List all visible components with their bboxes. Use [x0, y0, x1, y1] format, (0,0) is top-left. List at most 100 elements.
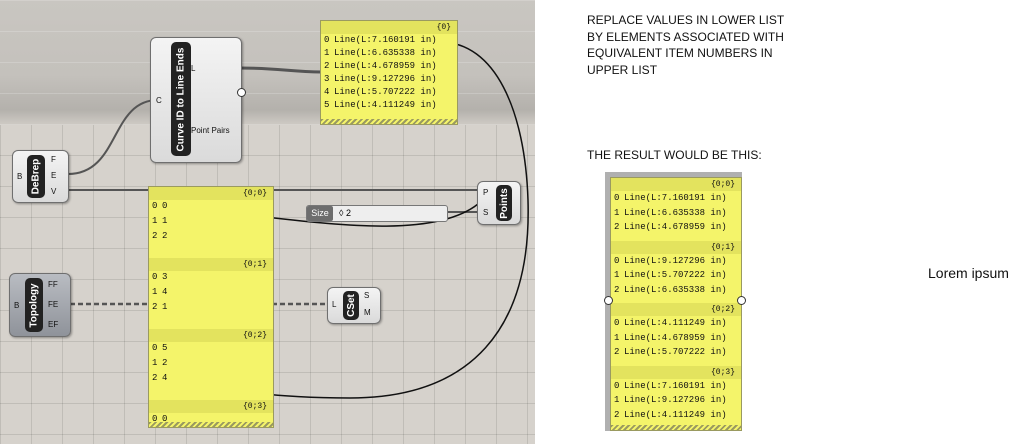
lower-list-row-index: 2 [152, 302, 158, 312]
lower-list-branch-header: {0;0} [149, 187, 273, 200]
wire-curve-l-to-panel-top [239, 66, 323, 74]
cset-title: CSet [343, 291, 359, 320]
topology-port-ff: FF [48, 280, 58, 289]
instruction-line-4: UPPER LIST [587, 62, 658, 77]
upper-list-row-index: 2 [324, 61, 330, 71]
topology-port-fe: FE [48, 300, 59, 309]
lower-list-row-value: 2 [162, 231, 168, 241]
lower-list-branch-header: {0;3} [149, 400, 273, 413]
lower-list-row-index: 1 [152, 216, 158, 226]
lower-list-row-value: 3 [162, 272, 168, 282]
result-list-row-index: 1 [614, 270, 620, 280]
lower-list-row-index: 1 [152, 287, 158, 297]
cset-component[interactable]: L CSet S M [327, 287, 381, 324]
panel-resize-edge[interactable] [611, 425, 741, 430]
upper-list-row-index: 4 [324, 87, 330, 97]
result-list-row: 2 Line(L:4.111249 in) [611, 409, 741, 422]
size-number-slider[interactable]: Size ◊ 2 [306, 205, 448, 222]
points-component[interactable]: P S Points [477, 181, 521, 225]
result-list-row: 1 Line(L:5.707222 in) [611, 269, 741, 282]
upper-list-row-value: Line(L:6.635338 in) [334, 48, 437, 58]
lower-list-row-index: 2 [152, 373, 158, 383]
debrep-port-v: V [51, 187, 57, 196]
lower-list-row-value: 1 [162, 216, 168, 226]
panel-resize-edge[interactable] [149, 422, 273, 427]
result-list-branch-header: {0;2} [611, 303, 741, 316]
upper-list-row-index: 0 [324, 35, 330, 45]
instruction-text: REPLACE VALUES IN LOWER LIST BY ELEMENTS… [587, 12, 784, 78]
instruction-line-3: EQUIVALENT ITEM NUMBERS IN [587, 46, 773, 60]
result-list-row: 2 Line(L:6.635338 in) [611, 284, 741, 297]
topology-title: Topology [25, 278, 43, 332]
grasshopper-canvas[interactable]: Curve ID to Line Ends C L Point Pairs B … [0, 0, 535, 444]
points-title: Points [496, 185, 512, 221]
result-list-row-index: 2 [614, 409, 620, 420]
result-panel-output-grip[interactable] [737, 296, 746, 305]
upper-list-row-value: Line(L:9.127296 in) [334, 74, 437, 84]
result-list-row-index: 1 [614, 332, 620, 343]
result-list-row-index: 2 [614, 222, 620, 232]
upper-list-header: {0} [321, 21, 457, 34]
cset-port-s: S [364, 291, 370, 300]
lower-list-row-value: 0 [162, 414, 168, 424]
debrep-port-e: E [51, 171, 57, 180]
slider-label: Size [307, 206, 333, 221]
result-list-branch-header: {0;1} [611, 240, 741, 254]
lower-list-row-value: 4 [162, 373, 168, 383]
upper-list-row: 5 Line(L:4.111249 in) [321, 99, 457, 112]
curve-id-to-line-ends-component[interactable]: Curve ID to Line Ends C L Point Pairs [150, 37, 242, 163]
debrep-port-b: B [17, 172, 23, 181]
upper-list-row-index: 5 [324, 100, 330, 110]
lower-list-row-index: 2 [152, 231, 158, 241]
result-list-row: 2 Line(L:4.678959 in) [611, 221, 741, 234]
lower-list-branch-header: {0;2} [149, 329, 273, 342]
result-list-row-index: 1 [614, 395, 620, 405]
topology-port-ef: EF [48, 320, 59, 329]
result-list-row-index: 2 [614, 284, 620, 295]
panel-resize-edge[interactable] [321, 119, 457, 124]
result-list-row-value: Line(L:4.678959 in) [624, 222, 727, 232]
result-list-row-value: Line(L:5.707222 in) [624, 270, 727, 280]
lower-list-branch-header: {0;1} [149, 258, 273, 271]
curve-point-pairs-output-grip[interactable] [237, 88, 246, 97]
result-list-row-value: Line(L:4.111249 in) [624, 409, 727, 420]
debrep-component[interactable]: B DeBrep F E V [12, 150, 69, 203]
upper-list-row-value: Line(L:4.111249 in) [334, 100, 437, 110]
result-list-row-value: Line(L:9.127296 in) [624, 255, 727, 266]
points-port-p: P [483, 188, 489, 197]
lower-list-row-value: 5 [162, 343, 168, 353]
result-list-branch-header: {0;0} [611, 178, 741, 191]
lower-list-row-index: 0 [152, 272, 158, 282]
port-point-pairs-label: Point Pairs [191, 126, 230, 135]
result-list-row-value: Line(L:6.635338 in) [624, 207, 727, 218]
points-port-s: S [483, 208, 489, 217]
result-list-row-value: Line(L:7.160191 in) [624, 193, 727, 203]
instruction-line-1: REPLACE VALUES IN LOWER LIST [587, 13, 785, 27]
result-list-row-index: 1 [614, 207, 620, 218]
result-list-row-value: Line(L:5.707222 in) [624, 347, 727, 357]
result-list-row-value: Line(L:9.127296 in) [624, 395, 727, 405]
topology-component[interactable]: B Topology FF FE EF [9, 273, 71, 337]
result-list-row-value: Line(L:4.111249 in) [624, 318, 727, 328]
debrep-port-f: F [51, 155, 56, 164]
result-list-row: 1 Line(L:6.635338 in) [611, 207, 741, 220]
side-text: Lorem ipsum [928, 265, 1009, 281]
lower-list-row-value: 2 [162, 358, 168, 368]
cset-port-m: M [364, 308, 371, 317]
result-list-row-value: Line(L:6.635338 in) [624, 284, 727, 295]
result-panel-input-grip[interactable] [604, 296, 613, 305]
